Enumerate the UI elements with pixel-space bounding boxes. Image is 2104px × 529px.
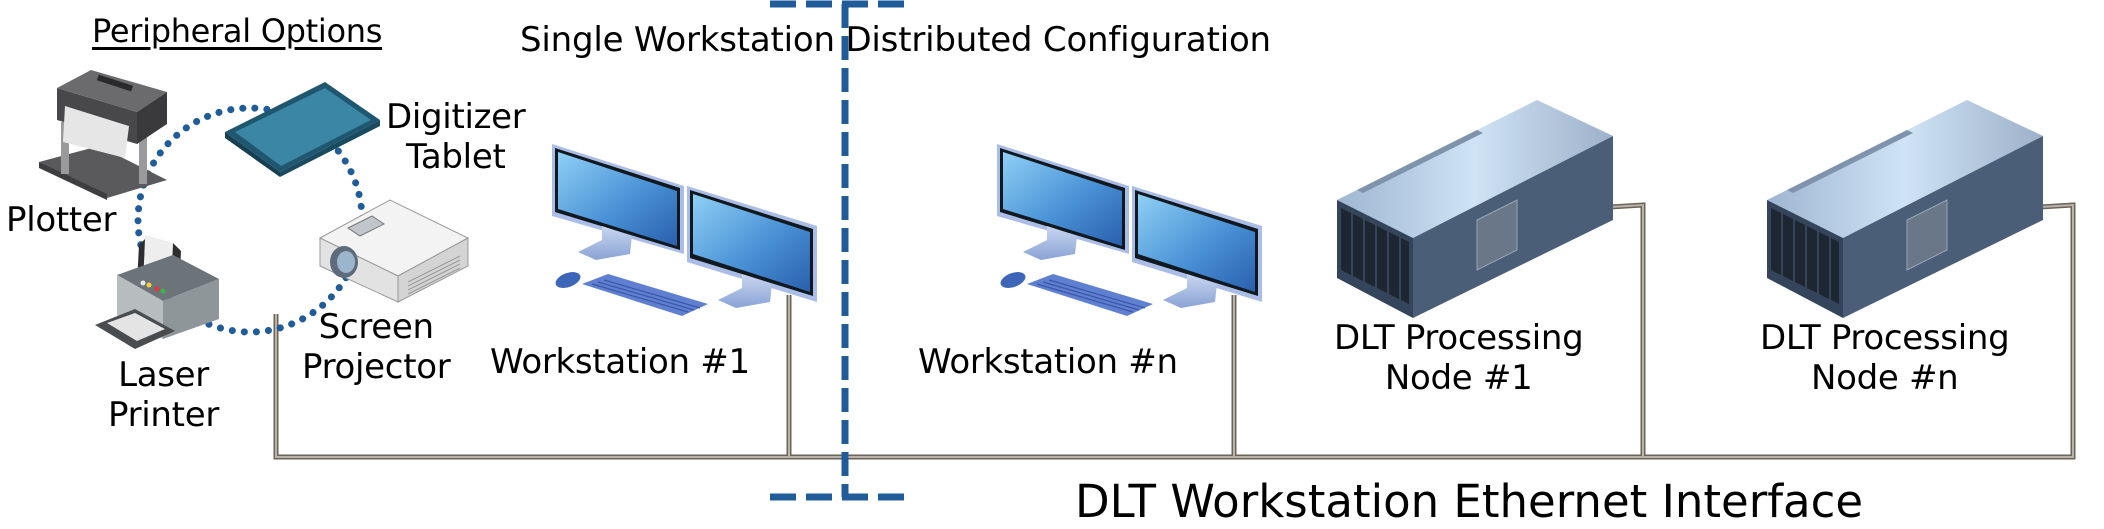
node-1-label-line1: DLT Processing bbox=[1334, 318, 1584, 358]
processing-node-1-label: DLT Processing Node #1 bbox=[1334, 318, 1584, 398]
printer-label-line1: Laser bbox=[118, 355, 209, 395]
distributed-title-text: Distributed Configuration bbox=[845, 20, 1271, 60]
processing-node-1-icon bbox=[1336, 99, 1614, 319]
plotter-label: Plotter bbox=[6, 200, 117, 240]
workstation-1-icon bbox=[551, 143, 818, 317]
ethernet-interface-title: DLT Workstation Ethernet Interface bbox=[1075, 475, 1864, 528]
peripheral-options-title: Peripheral Options bbox=[92, 12, 383, 50]
tablet-icon bbox=[225, 82, 380, 177]
workstation-n-icon bbox=[996, 143, 1263, 317]
processing-node-n-label: DLT Processing Node #n bbox=[1760, 318, 2010, 398]
plotter-icon bbox=[39, 70, 167, 200]
single-title-text: Single Workstation bbox=[520, 20, 835, 60]
digitizer-tablet-label: Digitizer Tablet bbox=[386, 97, 526, 177]
projector-label-line2: Projector bbox=[302, 347, 451, 387]
node-1-label-line2: Node #1 bbox=[1384, 358, 1533, 398]
processing-node-n-icon bbox=[1766, 99, 2044, 319]
single-workstation-title: Single Workstation Distributed Configura… bbox=[520, 20, 1271, 60]
projector-icon bbox=[318, 199, 470, 303]
node-n-label-line2: Node #n bbox=[1810, 358, 1959, 398]
printer-label-line2: Printer bbox=[108, 395, 220, 435]
digitizer-label-line1: Digitizer bbox=[386, 97, 526, 137]
screen-projector-label: Screen Projector bbox=[302, 307, 451, 387]
workstation-1-label: Workstation #1 bbox=[490, 342, 750, 382]
laser-printer-label: Laser Printer bbox=[108, 355, 219, 435]
digitizer-label-line2: Tablet bbox=[406, 137, 506, 177]
projector-label-line1: Screen bbox=[318, 307, 434, 347]
printer-icon bbox=[95, 235, 219, 349]
workstation-n-label: Workstation #n bbox=[918, 342, 1178, 382]
node-n-label-line1: DLT Processing bbox=[1760, 318, 2010, 358]
